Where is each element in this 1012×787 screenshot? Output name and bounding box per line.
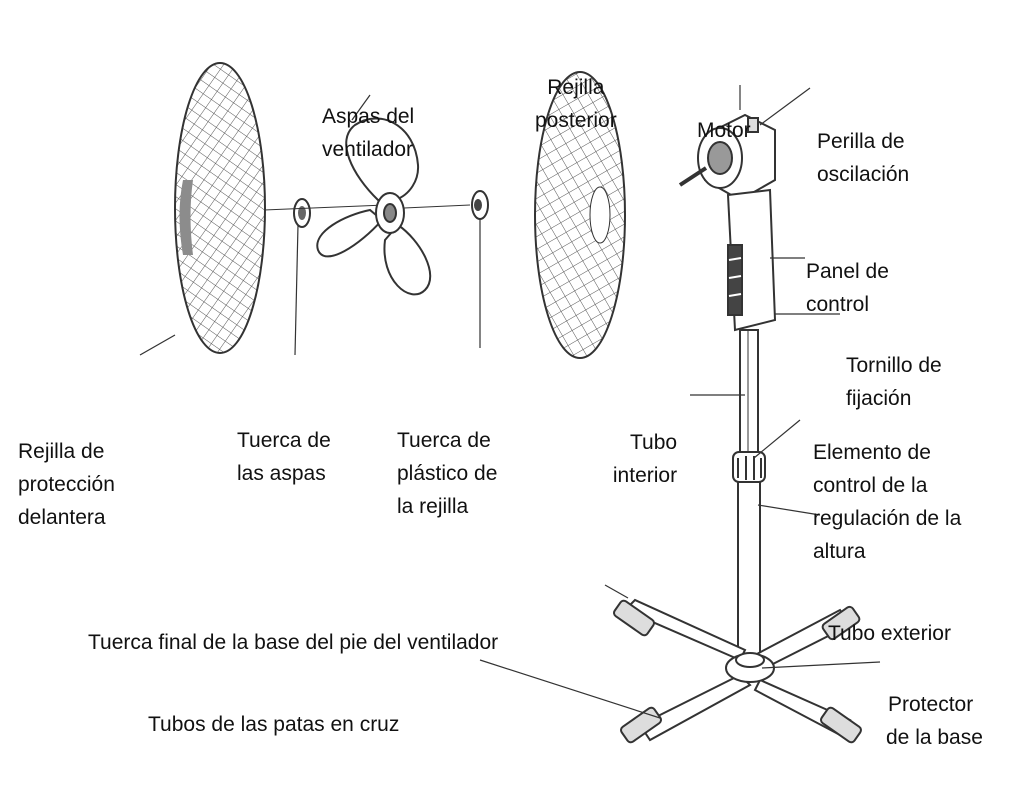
label-outer-tube: Tubo exterior xyxy=(828,622,951,645)
label-cross-legs: Tubos de las patas en cruz xyxy=(148,713,400,736)
label-base-end-nut: Tuerca final de la base del pie del vent… xyxy=(88,631,499,654)
control-panel xyxy=(726,188,777,332)
label-motor: Motor xyxy=(697,119,751,142)
fan-blades xyxy=(316,117,471,296)
height-collar xyxy=(732,451,766,483)
front-guard xyxy=(174,62,266,354)
cross-base xyxy=(613,598,862,744)
plastic-guard-nut xyxy=(471,190,489,220)
blade-nut xyxy=(263,198,385,228)
leader-lines xyxy=(139,85,881,719)
motor xyxy=(678,113,776,202)
inner-tube xyxy=(739,329,759,456)
rear-guard xyxy=(534,71,626,359)
fan-exploded-drawing xyxy=(139,62,881,744)
outer-tube xyxy=(737,481,761,658)
